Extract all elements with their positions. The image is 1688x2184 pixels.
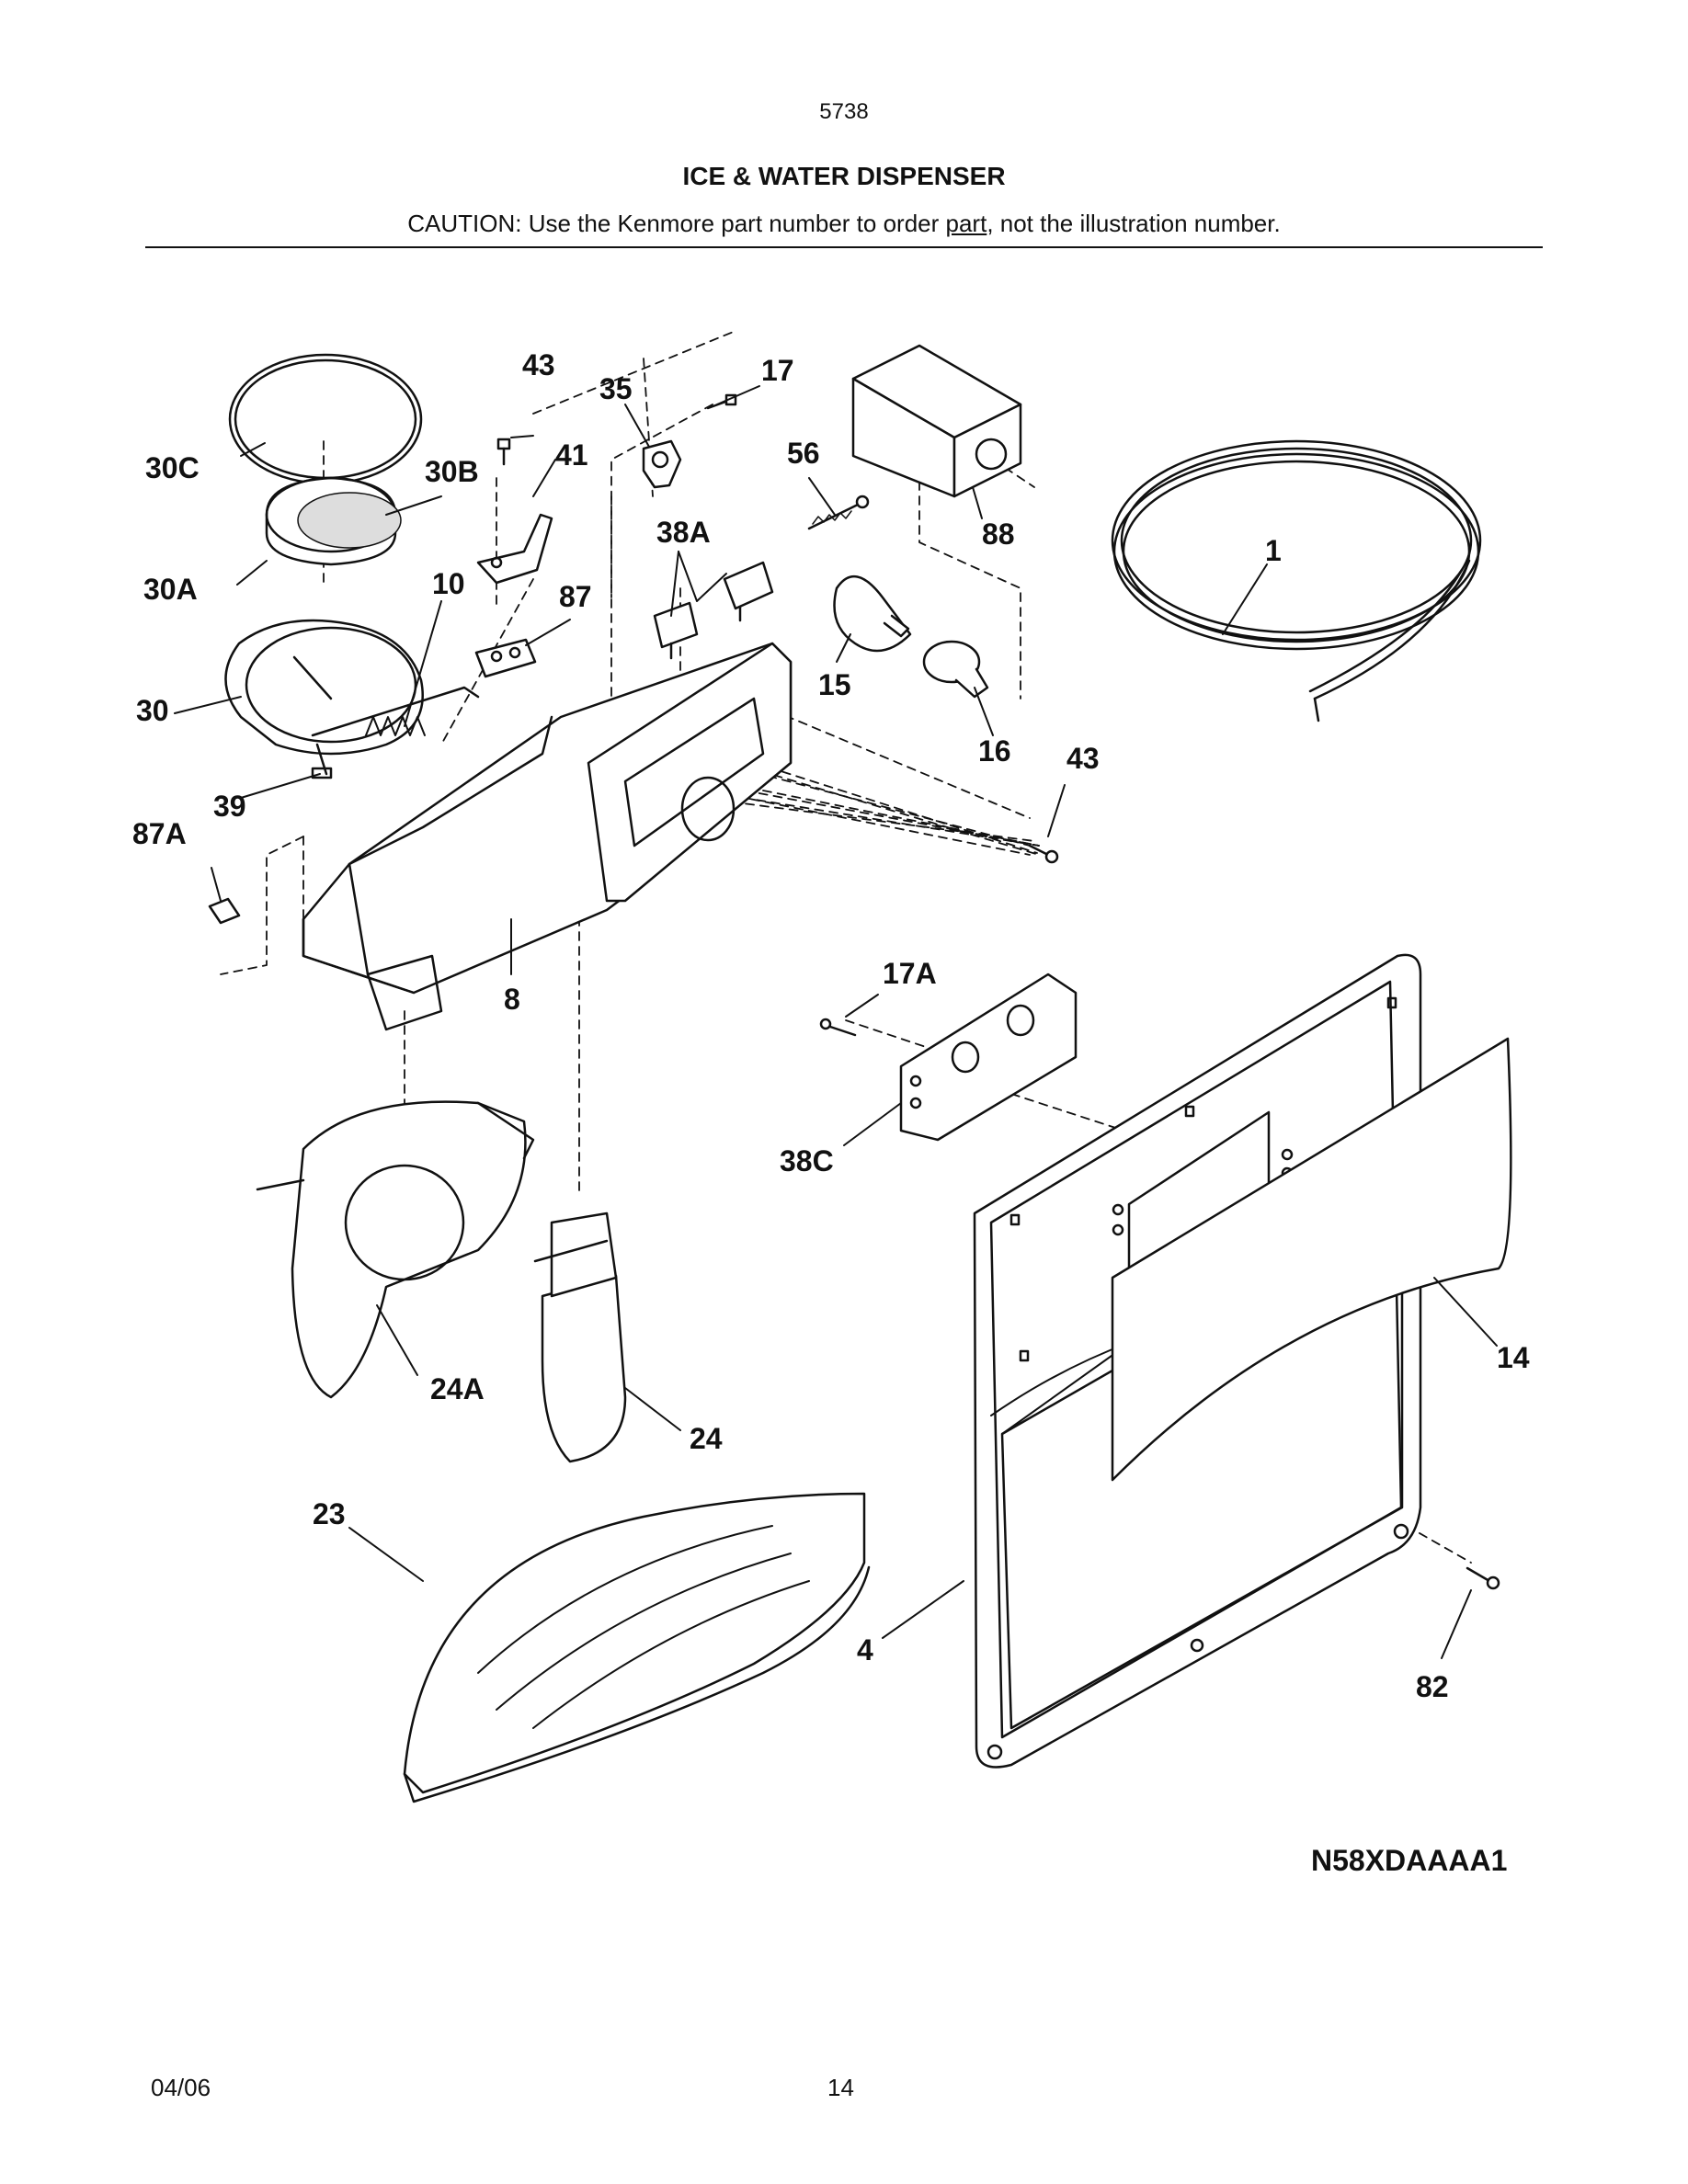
filter-disk-30A xyxy=(265,476,402,566)
caution-text-after: , not the illustration number. xyxy=(987,210,1281,237)
callout-39: 39 xyxy=(213,790,246,823)
header-rule xyxy=(145,246,1543,248)
ice-chute-24A xyxy=(256,1100,535,1399)
callout-88: 88 xyxy=(982,518,1015,551)
caution-text-underlined: part xyxy=(945,210,987,237)
callout-43-right: 43 xyxy=(1066,742,1100,775)
callout-17: 17 xyxy=(761,354,794,387)
light-bulb-15 xyxy=(833,574,912,653)
module-box-88 xyxy=(851,344,1022,498)
callout-82: 82 xyxy=(1416,1670,1449,1703)
callout-labels: 30C 30B 30A 10 30 39 87A 43 35 17 41 56 … xyxy=(132,348,1530,1703)
callout-38A: 38A xyxy=(656,516,711,549)
screw-17A xyxy=(819,1018,857,1037)
footer-page-number: 14 xyxy=(827,2074,854,2101)
pad-87 xyxy=(474,638,537,678)
callout-24A: 24A xyxy=(430,1372,485,1405)
switch-38A-left xyxy=(653,601,699,660)
screw-56 xyxy=(807,495,870,530)
callout-30A: 30A xyxy=(143,573,198,606)
callout-43-top: 43 xyxy=(522,348,555,381)
screw-43-top xyxy=(496,438,511,466)
callout-35: 35 xyxy=(599,372,633,405)
gasket-ring-30C xyxy=(228,353,423,485)
water-tubing-1 xyxy=(1111,439,1482,722)
callout-56: 56 xyxy=(787,437,820,470)
callout-17A: 17A xyxy=(883,957,937,990)
cover-panel-14 xyxy=(1111,1037,1512,1482)
switch-38A-right xyxy=(723,561,774,622)
callout-16: 16 xyxy=(978,734,1011,768)
ring-assembly-30 xyxy=(224,619,480,779)
actuator-35 xyxy=(642,439,682,489)
callout-87A: 87A xyxy=(132,817,187,850)
callout-8: 8 xyxy=(504,983,520,1016)
callout-23: 23 xyxy=(313,1497,346,1530)
callout-87: 87 xyxy=(559,580,592,613)
callout-10: 10 xyxy=(432,567,465,600)
callout-41: 41 xyxy=(555,438,588,472)
callout-30B: 30B xyxy=(425,455,479,488)
caution-text-before: CAUTION: Use the Kenmore part number to … xyxy=(407,210,946,237)
dispenser-housing-8 xyxy=(302,642,793,1031)
pad-87A xyxy=(208,897,241,925)
callout-15: 15 xyxy=(818,668,851,701)
callout-30: 30 xyxy=(136,694,169,727)
footer-date: 04/06 xyxy=(151,2074,211,2101)
drip-tray-23 xyxy=(403,1492,871,1803)
ice-door-24 xyxy=(533,1211,627,1463)
callout-4: 4 xyxy=(857,1633,873,1666)
callout-38C: 38C xyxy=(780,1144,834,1177)
bulb-socket-16 xyxy=(922,640,989,699)
page-title: ICE & WATER DISPENSER xyxy=(682,162,1006,190)
caution-note: CAUTION: Use the Kenmore part number to … xyxy=(0,210,1688,238)
callout-14: 14 xyxy=(1497,1341,1530,1374)
page-code: 5738 xyxy=(819,99,869,124)
callout-1: 1 xyxy=(1265,534,1282,567)
callout-24: 24 xyxy=(690,1422,723,1455)
screw-82 xyxy=(1466,1566,1500,1590)
switch-bracket-38C xyxy=(899,973,1078,1142)
screw-43-right xyxy=(1028,844,1059,864)
callout-leader-lines xyxy=(174,385,1498,1659)
model-number: N58XDAAAA1 xyxy=(1311,1844,1508,1877)
bracket-41 xyxy=(476,513,553,585)
callout-30C: 30C xyxy=(145,451,200,484)
